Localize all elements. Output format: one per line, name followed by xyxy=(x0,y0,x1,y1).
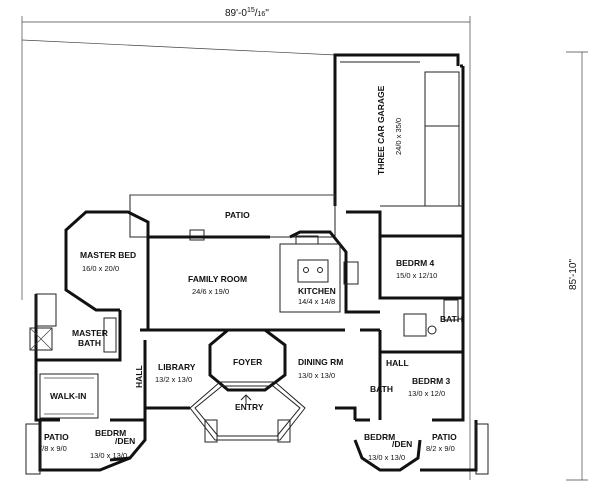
master-bed-size: 16/0 x 20/0 xyxy=(82,264,119,273)
bath-small-label: BATH xyxy=(370,384,393,394)
kitchen-size: 14/4 x 14/8 xyxy=(298,297,335,306)
front-patios xyxy=(25,423,489,475)
bedrm-den-left-name: BEDRM xyxy=(95,428,126,438)
master-bath-label-2: BATH xyxy=(78,338,101,348)
kitchen-label: KITCHEN xyxy=(298,286,336,296)
bedrm-den-left-label: BEDRM/DEN xyxy=(95,428,135,446)
family-room-size: 24/6 x 19/0 xyxy=(192,287,229,296)
walk-in-label: WALK-IN xyxy=(50,391,86,401)
patio-right-label: PATIO xyxy=(432,432,457,442)
patio-left-label: PATIO xyxy=(44,432,69,442)
width-fraction-slash: / xyxy=(255,8,258,19)
bedrm4-size: 15/0 x 12/10 xyxy=(396,271,437,280)
width-fraction-numerator: 15 xyxy=(247,7,255,14)
width-tail: " xyxy=(265,8,269,19)
right-bath-fixtures xyxy=(403,299,459,337)
kitchen-fixtures xyxy=(279,235,359,313)
patio-left-size: 7/8 x 9/0 xyxy=(38,444,67,453)
house-walls xyxy=(34,210,478,472)
width-fraction-denominator: 16 xyxy=(258,11,266,18)
patio-rear-label: PATIO xyxy=(225,210,250,220)
bedrm-den-left-size: 13/0 x 13/0 xyxy=(90,451,127,460)
garage-label: THREE CAR GARAGE xyxy=(376,85,386,175)
depth-text: 85'-10" xyxy=(568,259,579,290)
construction-lines xyxy=(21,39,471,480)
bath-right-label: BATH xyxy=(440,314,463,324)
overall-depth-dimension: 85'-10" xyxy=(566,51,588,481)
hall-left-label: HALL xyxy=(134,365,144,388)
dining-size: 13/0 x 13/0 xyxy=(298,371,335,380)
width-main-text: 89'-0 xyxy=(225,8,247,19)
garage-size: 24/0 x 35/0 xyxy=(394,118,403,155)
family-room-label: FAMILY ROOM xyxy=(188,274,247,284)
hall-right-label: HALL xyxy=(386,358,409,368)
walk-in-closet xyxy=(39,373,99,419)
master-bed-label: MASTER BED xyxy=(80,250,136,260)
bedrm-den-right-size: 13/0 x 13/0 xyxy=(368,453,405,462)
bedrm3-label: BEDRM 3 xyxy=(412,376,451,386)
dining-label: DINING RM xyxy=(298,357,343,367)
library-label: LIBRARY xyxy=(158,362,196,372)
bedrm-den-left-name2: /DEN xyxy=(115,436,135,446)
foyer-entry-structure xyxy=(189,328,306,443)
svg-text:89'-015/16": 89'-015/16" xyxy=(225,7,269,19)
bedrm-den-right-name2: /DEN xyxy=(392,439,412,449)
bedrm4-label: BEDRM 4 xyxy=(396,258,435,268)
bedrm-den-right-label: BEDRM/DEN xyxy=(364,432,412,449)
patio-right-size: 8/2 x 9/0 xyxy=(426,444,455,453)
overall-width-dimension: 89'-015/16" xyxy=(21,7,471,40)
bedrm3-size: 13/0 x 12/0 xyxy=(408,389,445,398)
master-bath-fixtures xyxy=(29,293,117,353)
garage xyxy=(333,53,465,236)
library-size: 13/2 x 13/0 xyxy=(155,375,192,384)
foyer-label: FOYER xyxy=(233,357,262,367)
entry-label: ENTRY xyxy=(235,402,264,412)
master-bath-label: MASTER xyxy=(72,328,108,338)
bedrm-den-right-name: BEDRM xyxy=(364,432,395,442)
